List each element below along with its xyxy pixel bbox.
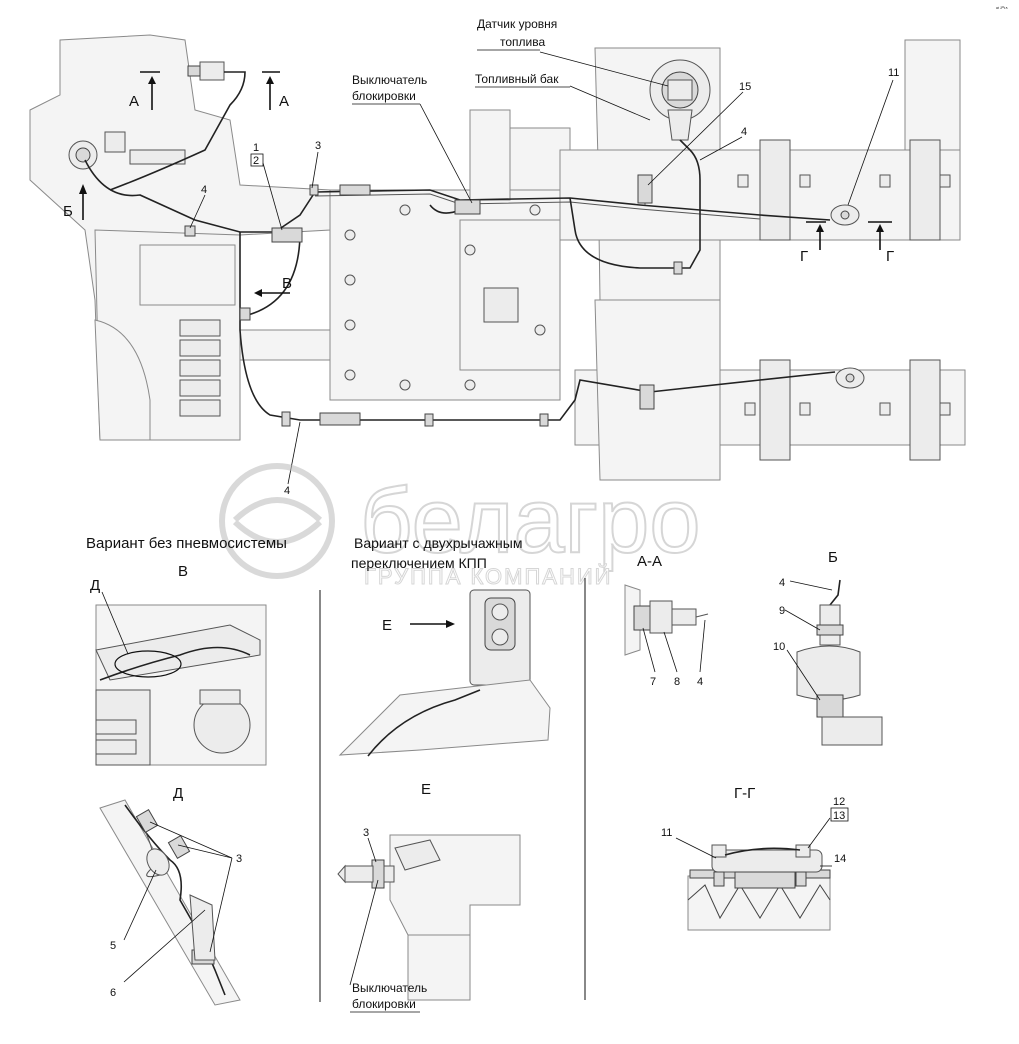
view-b-callout-10: 10 [773,641,785,653]
callout-4-bottom: 4 [284,485,290,497]
harness-tank [569,139,701,269]
view-gg-callout-14: 14 [834,853,846,865]
frame-crosspiece [594,299,721,481]
section-marker-b: Б [63,184,87,220]
callout-4-right: 4 [741,126,747,138]
view-v-label: В [282,275,292,292]
connector-3 [339,184,371,196]
connector-1-2 [271,227,303,243]
view-gg-callout-12: 12 [833,796,845,808]
view-v-circle-d [114,650,182,678]
bellhousing [94,319,151,441]
view-aa-title: А-А [637,553,662,570]
corner-mark: ᵃᵗ ²⁰¹⁵ [996,6,1008,12]
frame-bolts [737,139,951,461]
detail-view-v: Вариант без пневмосистемы В Д [86,535,287,766]
sensor-fitting [821,716,883,746]
cab-panel [139,244,236,306]
fuel-level-sensor [649,59,711,141]
detail-view-d: Д 3 5 6 [99,785,242,1006]
label-fuel-sensor-2: топлива [500,35,545,49]
section-a-right: А [279,93,289,110]
view-d-callout-3: 3 [236,853,242,865]
lock-switch [454,199,481,215]
section-marker-g: Г Г [800,221,894,265]
section-b-label: Б [63,203,73,220]
shift-base [338,679,551,756]
view-aa-callout-4: 4 [697,676,703,688]
gearbox-bolts [344,204,546,391]
detail-view-e: Е 3 Выключатель блокировки [337,781,521,1013]
section-a-left: А [129,93,139,110]
view-aa-callout-8: 8 [674,676,680,688]
label-switch-2: блокировки [352,89,416,103]
view-e-switch-1: Выключатель [352,981,427,995]
pressure-sensor-lower [835,367,865,389]
detail-view-b: Б 4 9 10 [773,549,883,746]
harness-clips [184,184,683,427]
main-assembly-view: А А Б В Г Г [29,17,966,497]
view-e-switch-2: блокировки [352,997,416,1011]
watermark-brand: белагро [360,470,701,572]
harness-down [239,232,836,421]
view-aa-callout-7: 7 [650,676,656,688]
connector-bottom [319,412,361,426]
callout-11: 11 [888,67,899,79]
view-d-callout-6: 6 [110,987,116,999]
detail-view-gg: Г-Г 11 12 13 14 [661,785,849,931]
harness-main [84,159,831,233]
callout-15: 15 [739,81,751,93]
sensor-base-10 [796,645,861,701]
view-marker-v: В [254,275,292,297]
callout-3: 3 [315,140,321,152]
main-leaders [189,51,894,485]
watermark-subtitle: ГРУППА КОМПАНИЙ [364,564,613,589]
temp-sensor-top [187,61,225,81]
callout-2-box [250,153,264,167]
view-gg-title: Г-Г [734,785,755,802]
callout-4-top: 4 [201,184,207,196]
harness-main-parallel [314,193,761,220]
pressure-sensor-upper [830,204,860,226]
view-b-title: Б [828,549,838,566]
detail-view-dual-lever: Вариант с двухрычажным переключением КПП… [338,535,551,757]
label-fuel-tank: Топливный бак [475,72,559,86]
view-e-title: Е [421,781,431,798]
gearbox-port [483,287,519,323]
dual-lever-title-1: Вариант с двухрычажным [354,535,522,551]
view-b-callout-9: 9 [779,605,785,617]
view-e-stem [407,934,471,1001]
detail-view-aa: А-А 7 8 4 [624,553,709,688]
view-d-title: Д [173,785,183,802]
clamp-15 [637,174,653,204]
view-v-callout-d: Д [90,577,100,594]
dual-lever-title-2: переключением КПП [351,555,487,571]
frame-side-right [904,39,961,151]
view-e-callout-3: 3 [363,827,369,839]
view-gg-callout-13: 13 [833,810,845,822]
section-g-right: Г [886,248,894,265]
harness-v-loop [247,231,301,316]
callout-1: 1 [253,142,259,154]
oil-pressure-sensor [68,131,186,170]
cab-bracket [239,329,331,361]
label-switch-1: Выключатель [352,73,427,87]
engine-fins [179,319,221,417]
shift-tower [469,109,511,201]
harness-top-temp [109,71,246,191]
view-gg-callout-11: 11 [661,827,672,839]
dual-lever-arrow-e: Е [382,617,392,634]
watermark: белагро ГРУППА КОМПАНИЙ [219,463,702,590]
callout-2: 2 [253,155,259,167]
view-v-letter: В [178,563,188,580]
view-b-callout-4: 4 [779,577,785,589]
label-fuel-sensor-1: Датчик уровня [477,17,557,31]
view-d-callout-5: 5 [110,940,116,952]
view-v-title: Вариант без пневмосистемы [86,535,287,552]
section-marker-a: А А [129,71,289,110]
section-g-left: Г [800,248,808,265]
